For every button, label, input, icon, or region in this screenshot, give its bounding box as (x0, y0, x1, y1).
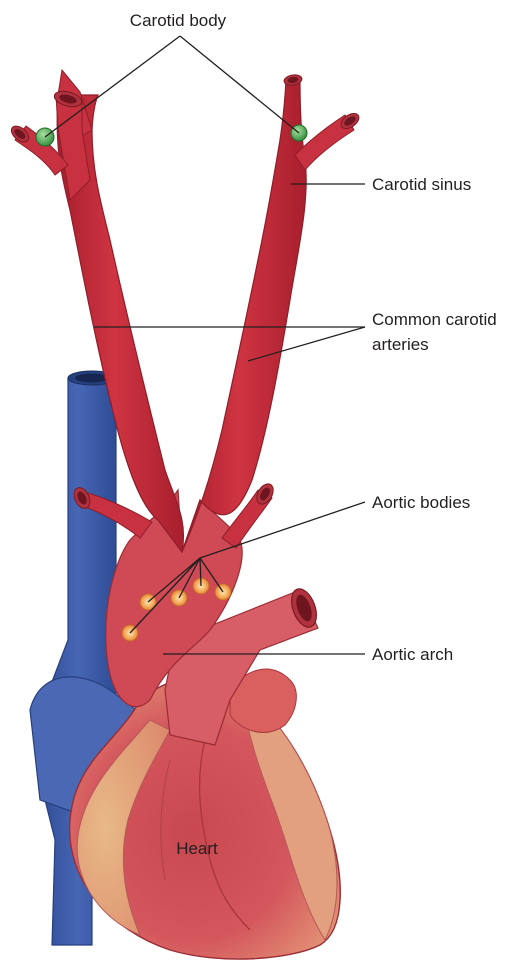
label-carotid-body: Carotid body (130, 11, 227, 30)
leader-carotid-body-right (180, 36, 299, 133)
label-aortic-bodies: Aortic bodies (372, 493, 470, 512)
label-heart: Heart (176, 839, 218, 858)
label-carotid-sinus: Carotid sinus (372, 175, 471, 194)
label-common-carotid-line2: arteries (372, 335, 429, 354)
right-common-carotid (182, 74, 362, 552)
label-common-carotid-line1: Common carotid (372, 310, 497, 329)
label-aortic-arch: Aortic arch (372, 645, 453, 664)
